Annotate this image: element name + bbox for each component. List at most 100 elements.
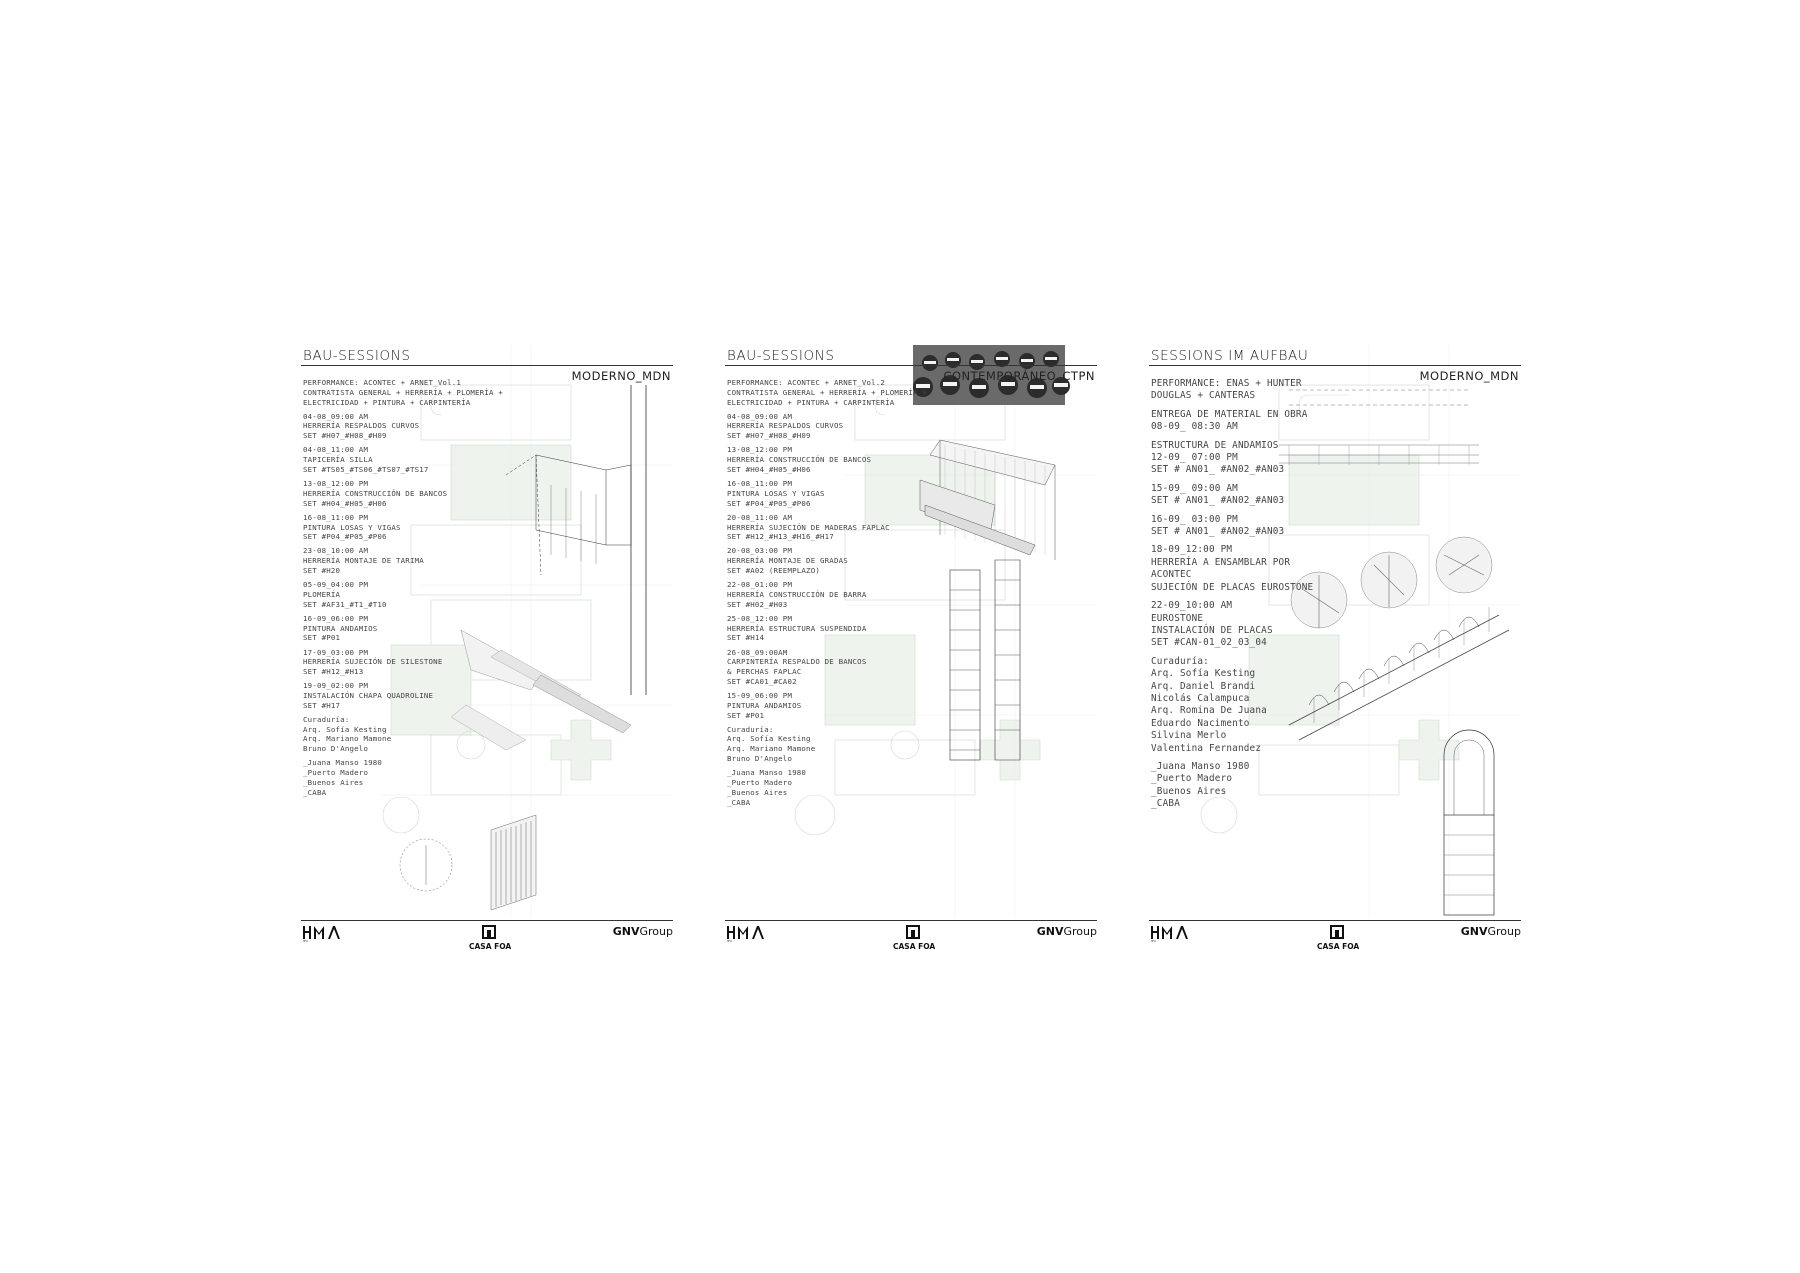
- schedule-line: EUROSTONE: [1151, 612, 1204, 624]
- schedule-line: Valentina Fernandez: [1151, 742, 1262, 754]
- schedule-line: _Juana Manso 1980: [1151, 760, 1250, 772]
- schedule-line: Arq. Mariano Mamone: [727, 744, 816, 754]
- schedule-line: Arq. Sofía Kesting: [303, 724, 387, 734]
- schedule-line: 20-08_03:00 PM: [727, 546, 793, 556]
- schedule-line: SUJECIÓN DE PLACAS EUROSTONE: [1151, 581, 1314, 593]
- schedule-line: SET #P04_#P05_#P06: [303, 532, 387, 542]
- gnv-bold: GNV: [612, 925, 640, 938]
- schedule-line: HERRERÍA CONSTRUCCIÓN DE BARRA: [727, 589, 867, 599]
- schedule-line: 16-09_ 03:00 PM: [1151, 513, 1238, 525]
- schedule-line: SET #H12_#H13_#H16_#H17: [727, 532, 834, 542]
- schedule-line: HERRERÍA MONTAJE DE GRADAS: [727, 556, 848, 566]
- schedule-line: TAPICERÍA SILLA: [303, 455, 373, 465]
- schedule-line: Eduardo Nacimento: [1151, 717, 1250, 729]
- schedule-line: HERRERÍA ESTRUCTURA SUSPENDIDA: [727, 623, 867, 633]
- gnv-group-logo: GNVGroup: [1037, 925, 1097, 938]
- header-rule: [725, 365, 1097, 366]
- schedule-line: ENTREGA DE MATERIAL EN OBRA: [1151, 408, 1308, 420]
- schedule-line: 16-08_11:00 PM: [727, 479, 793, 489]
- schedule-line: SET #P01: [303, 633, 341, 643]
- casa-foa-label: CASA FOA: [1317, 942, 1360, 951]
- schedule-line: HERRERÍA SUJECIÓN DE SILESTONE: [303, 657, 443, 667]
- schedule-line: Arq. Sofía Kesting: [1151, 668, 1256, 680]
- schedule-line: Arq. Romina De Juana: [1151, 705, 1267, 717]
- schedule-line: _Buenos Aires: [727, 787, 788, 797]
- hma-logo: HMA: [727, 925, 771, 945]
- hma-logo: HMA: [1151, 925, 1195, 945]
- schedule-line: 04-08_11:00 AM: [303, 445, 369, 455]
- poster-sessions-im-aufbau: SESSIONS IM AUFBAU MODERNO_MDN PERFORMAN…: [1149, 345, 1521, 957]
- schedule-line: HERRERÍA A ENSAMBLAR POR: [1151, 556, 1291, 568]
- schedule-line: ELECTRICIDAD + PINTURA + CARPINTERÍA: [303, 397, 471, 407]
- schedule-line: SET #CAN-01_02_03_04: [1151, 637, 1267, 649]
- footer-rule: [1149, 920, 1521, 921]
- schedule-block: _Juana Manso 1980_Puerto Madero_Buenos A…: [727, 768, 932, 807]
- schedule-line: _Puerto Madero: [303, 768, 369, 778]
- schedule-line: Curaduría:: [1151, 655, 1209, 667]
- schedule-line: SET # AN01_ #AN02_#AN03: [1151, 526, 1285, 538]
- schedule-line: SET #H14: [727, 633, 765, 643]
- schedule-line: SET #H12_#H13: [303, 667, 364, 677]
- schedule-line: 22-09_10:00 AM: [1151, 600, 1233, 612]
- schedule-line: PINTURA LOSAS Y VIGAS: [727, 488, 825, 498]
- series-title: BAU-SESSIONS: [727, 348, 835, 364]
- schedule-line: _Buenos Aires: [303, 777, 364, 787]
- schedule-line: Silvina Merlo: [1151, 730, 1227, 742]
- schedule-line: SET #CA01_#CA02: [727, 676, 797, 686]
- schedule-line: _Puerto Madero: [727, 777, 793, 787]
- footer-rule: [725, 920, 1097, 921]
- schedule-block: _Juana Manso 1980_Puerto Madero_Buenos A…: [303, 758, 508, 797]
- schedule-line: _Juana Manso 1980: [303, 758, 383, 768]
- schedule-line: 17-09_03:00 PM: [303, 647, 369, 657]
- gnv-light: Group: [1063, 925, 1098, 938]
- schedule-line: ACONTEC: [1151, 569, 1192, 581]
- schedule-line: 20-08_11:00 AM: [727, 512, 793, 522]
- gnv-group-logo: GNVGroup: [613, 925, 673, 938]
- schedule-line: DOUGLAS + CANTERAS: [1151, 390, 1256, 402]
- schedule-line: 25-08_12:00 PM: [727, 613, 793, 623]
- schedule-line: Bruno D'Angelo: [727, 754, 793, 764]
- schedule-line: HERRERÍA CONSTRUCCIÓN DE BANCOS: [303, 488, 448, 498]
- schedule-line: ELECTRICIDAD + PINTURA + CARPINTERÍA: [727, 397, 895, 407]
- edition-label: MODERNO_MDN: [571, 369, 671, 383]
- gnv-bold: GNV: [1460, 925, 1488, 938]
- schedule-line: CARPINTERÍA RESPALDO DE BANCOS: [727, 657, 867, 667]
- schedule-line: SET #H02_#H03: [727, 599, 788, 609]
- schedule-line: _Juana Manso 1980: [727, 768, 807, 778]
- schedule-line: Arq. Mariano Mamone: [303, 734, 392, 744]
- casa-foa-logo: CASA FOA: [893, 925, 935, 957]
- schedule-line: 15-09_ 09:00 AM: [1151, 482, 1238, 494]
- casa-foa-logo: CASA FOA: [1317, 925, 1360, 957]
- schedule-line: HERRERÍA RESPALDOS CURVOS: [303, 421, 420, 431]
- schedule-line: SET #P01: [727, 710, 765, 720]
- schedule-line: PLOMERÍA: [303, 589, 341, 599]
- schedule-line: & PERCHAS FAPLAC: [727, 667, 802, 677]
- header-rule: [301, 365, 673, 366]
- schedule-line: _Buenos Aires: [1151, 785, 1227, 797]
- schedule-line: ESTRUCTURA DE ANDAMIOS: [1151, 439, 1279, 451]
- schedule-line: 13-08_12:00 PM: [303, 479, 369, 489]
- schedule-line: INSTALACIÓN DE PLACAS: [1151, 624, 1273, 636]
- schedule-line: SET # AN01_ #AN02_#AN03: [1151, 495, 1285, 507]
- schedule-line: SET #H20: [303, 566, 341, 576]
- schedule-line: HERRERÍA RESPALDOS CURVOS: [727, 421, 844, 431]
